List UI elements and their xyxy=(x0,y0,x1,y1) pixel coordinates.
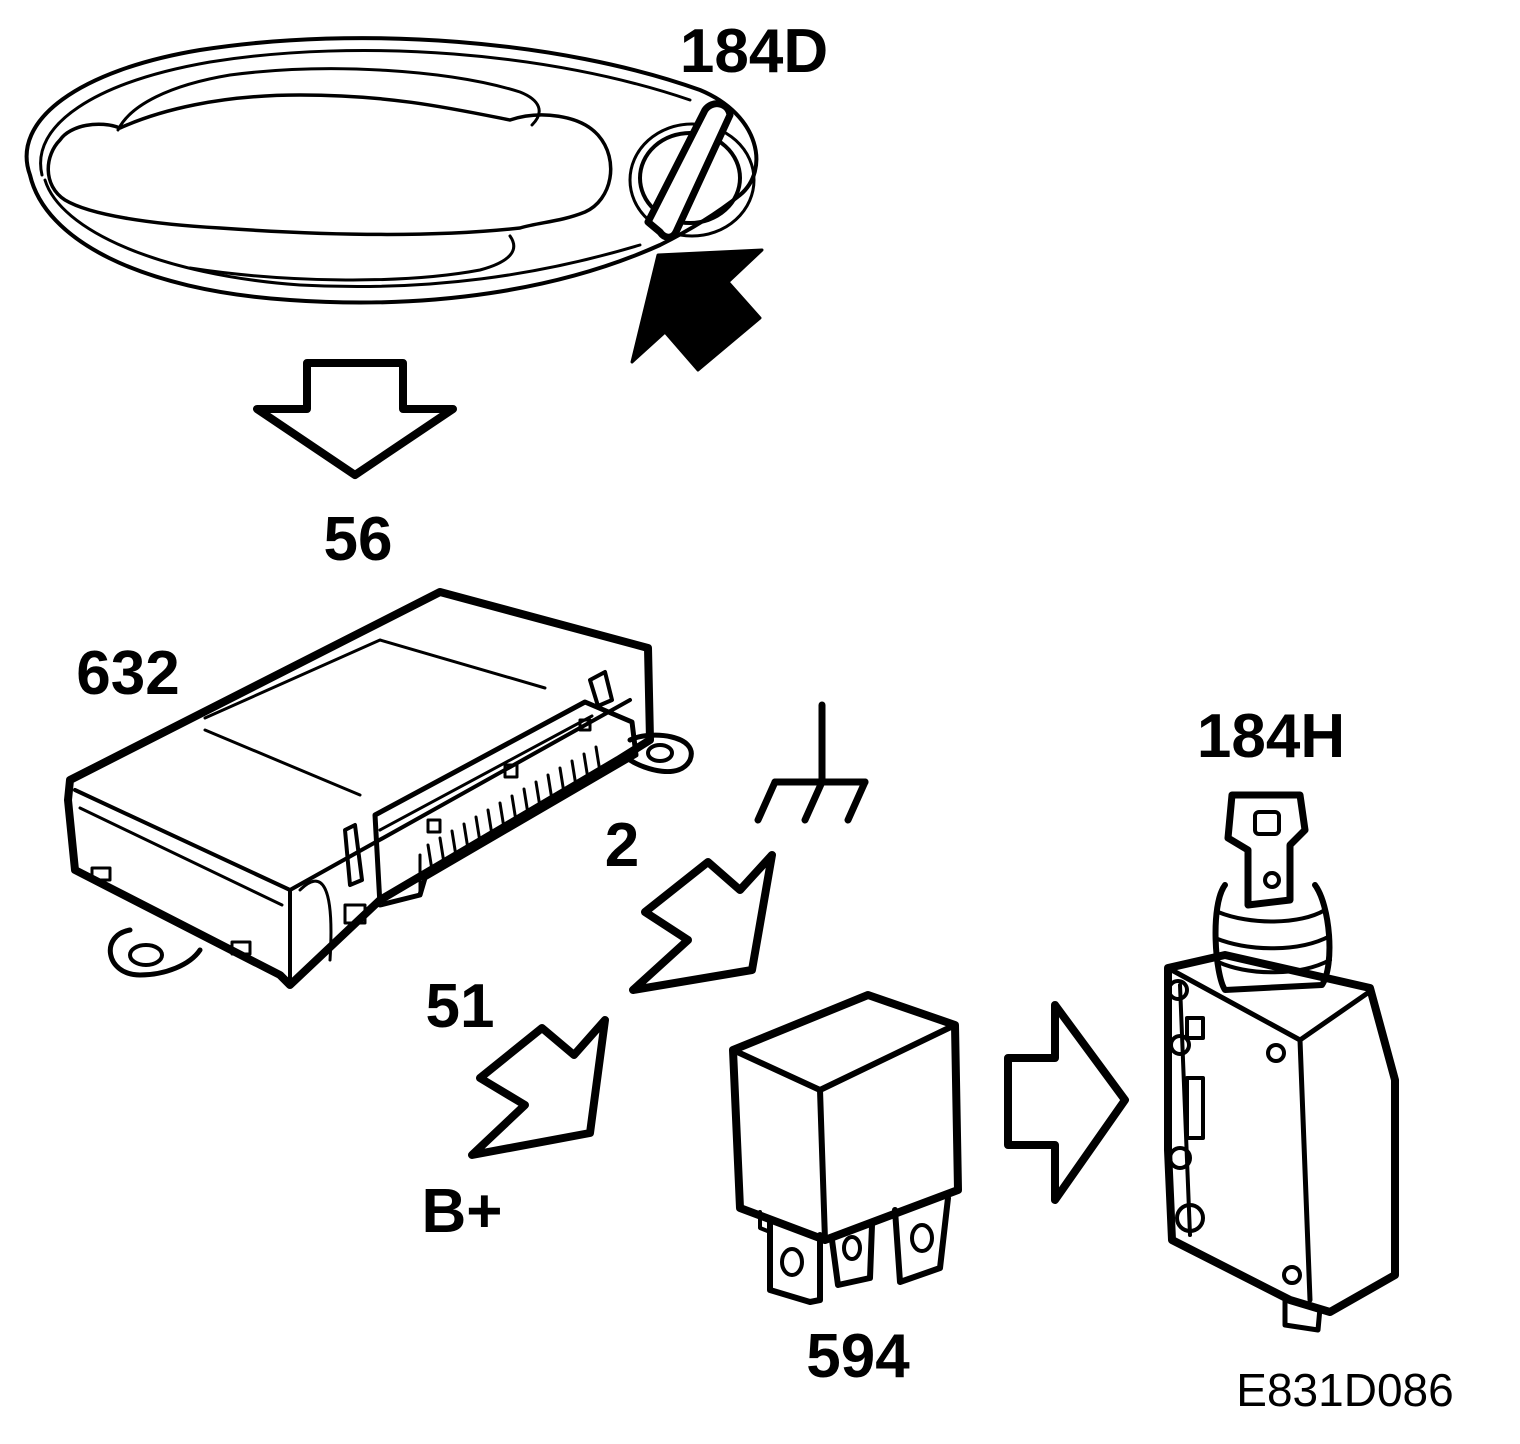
relay-594 xyxy=(729,991,962,1305)
label-56: 56 xyxy=(324,505,393,574)
door-handle xyxy=(24,36,759,305)
label-184d: 184D xyxy=(680,17,828,86)
reference-code: E831D086 xyxy=(1236,1364,1453,1416)
label-2: 2 xyxy=(605,811,639,880)
label-594: 594 xyxy=(806,1322,910,1391)
label-632: 632 xyxy=(76,639,179,708)
label-51: 51 xyxy=(426,972,495,1041)
zigzag-arrow-supply-icon xyxy=(468,1016,609,1159)
key-turn-arrow-icon xyxy=(630,248,764,372)
zigzag-arrow-ground-icon xyxy=(629,851,776,994)
control-unit-632 xyxy=(64,588,694,989)
lock-cylinder-icon xyxy=(628,100,756,241)
label-184h: 184H xyxy=(1197,702,1345,771)
signal-arrow-down-icon xyxy=(253,359,457,479)
actuator-184h xyxy=(1164,791,1399,1333)
label-b-plus: B+ xyxy=(422,1177,503,1246)
ground-symbol-icon xyxy=(754,701,869,824)
signal-arrow-right-icon xyxy=(1004,1001,1129,1204)
